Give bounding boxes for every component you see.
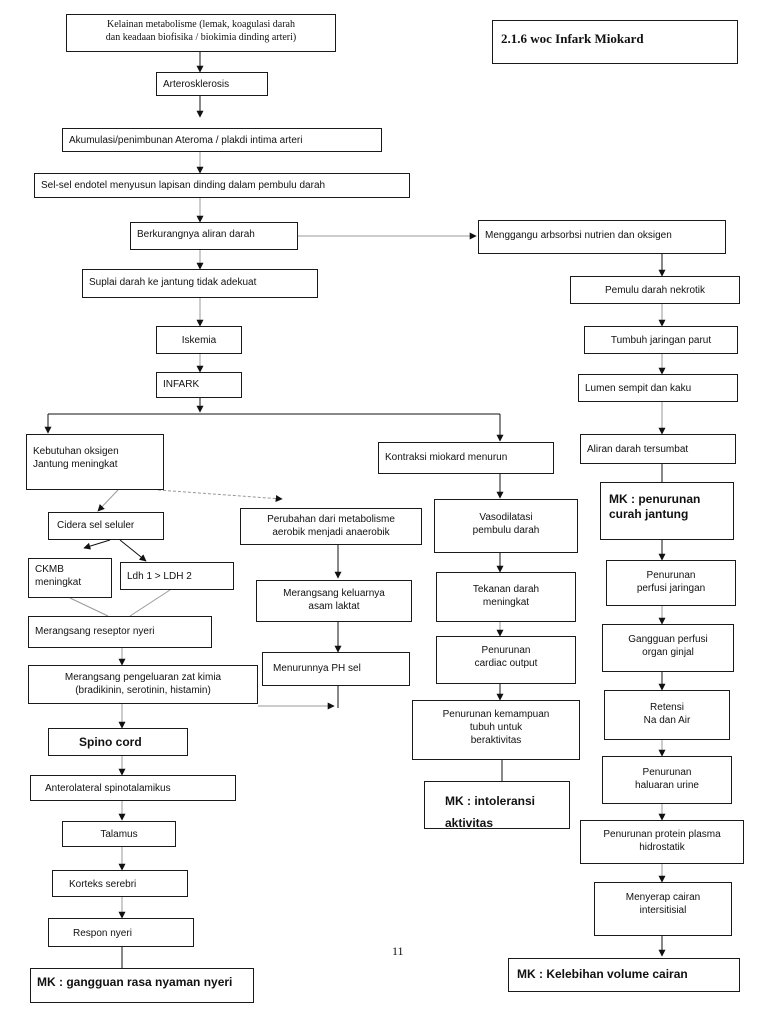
node-kontraksi: Kontraksi miokard menurun: [378, 442, 554, 474]
node-cidera: Cidera sel seluler: [48, 512, 164, 540]
node-berkurangnya: Berkurangnya aliran darah: [130, 222, 298, 250]
node-ginjal: Gangguan perfusi organ ginjal: [602, 624, 734, 672]
node-arterosklerosis: Arterosklerosis: [156, 72, 268, 96]
node-cardiac: Penurunan cardiac output: [436, 636, 576, 684]
arrow-kebutuhan-cidera: [97, 489, 119, 512]
node-vasodilatasi: Vasodilatasi pembulu darah: [434, 499, 578, 553]
mk-kelebihan-volume-cairan: MK : Kelebihan volume cairan: [508, 958, 740, 992]
node-lumen: Lumen sempit dan kaku: [578, 374, 738, 402]
node-ph: Menurunnya PH sel: [262, 652, 410, 686]
node-laktat: Merangsang keluarnya asam laktat: [256, 580, 412, 622]
node-ldh: Ldh 1 > LDH 2: [120, 562, 234, 590]
node-akumulasi: Akumulasi/penimbunan Ateroma / plakdi in…: [62, 128, 382, 152]
node-tekanan: Tekanan darah meningkat: [436, 572, 576, 622]
mk-intoleransi-aktivitas: MK : intoleransi aktivitas: [424, 781, 570, 829]
node-perubahan: Perubahan dari metabolisme aerobik menja…: [240, 508, 422, 545]
node-respon: Respon nyeri: [48, 918, 194, 947]
node-anterolateral: Anterolateral spinotalamikus: [30, 775, 236, 801]
node-kemampuan: Penurunan kemampuan tubuh untuk beraktiv…: [412, 700, 580, 760]
node-reseptor: Merangsang reseptor nyeri: [28, 616, 212, 648]
arrow-kebutuhan-perubahan: [157, 489, 283, 503]
node-suplai: Suplai darah ke jantung tidak adekuat: [82, 269, 318, 298]
page-number: 11: [392, 944, 404, 958]
node-iskemia: Iskemia: [156, 326, 242, 354]
node-protein: Penurunan protein plasma hidrostatik: [580, 820, 744, 864]
node-selsel: Sel-sel endotel menyusun lapisan dinding…: [34, 173, 410, 198]
node-menggangu: Menggangu arbsorbsi nutrien dan oksigen: [478, 220, 726, 254]
node-retensi: Retensi Na dan Air: [604, 690, 730, 740]
node-zatkimia: Merangsang pengeluaran zat kimia (bradik…: [28, 665, 258, 704]
node-kebutuhan: Kebutuhan oksigen Jantung meningkat: [26, 434, 164, 490]
node-nekrotik: Pemulu darah nekrotik: [570, 276, 740, 304]
node-ckmb: CKMB meningkat: [28, 558, 112, 598]
mk-gangguan-rasa-nyaman-nyeri: MK : gangguan rasa nyaman nyeri: [30, 968, 254, 1003]
mk-penurunan-curah-jantung: MK : penurunan curah jantung: [600, 482, 734, 540]
node-infark: INFARK: [156, 372, 242, 398]
node-spino: Spino cord: [48, 728, 188, 756]
node-tersumbat: Aliran darah tersumbat: [580, 434, 736, 464]
node-talamus: Talamus: [62, 821, 176, 847]
arrow-cidera-ckmb: [83, 539, 111, 550]
node-perfusi: Penurunan perfusi jaringan: [606, 560, 736, 606]
diagram-title: 2.1.6 woc Infark Miokard: [492, 20, 738, 64]
arrow-cidera-ldh: [119, 539, 147, 562]
node-menyerap: Menyerap cairan intersitisial: [594, 882, 732, 936]
node-kelainan: Kelainan metabolisme (lemak, koagulasi d…: [66, 14, 336, 52]
line-ldh-reseptor: [129, 589, 171, 617]
node-korteks: Korteks serebri: [52, 870, 188, 897]
node-haluaran: Penurunan haluaran urine: [602, 756, 732, 804]
node-parut: Tumbuh jaringan parut: [584, 326, 738, 354]
line-ckmb-reseptor: [69, 597, 109, 617]
